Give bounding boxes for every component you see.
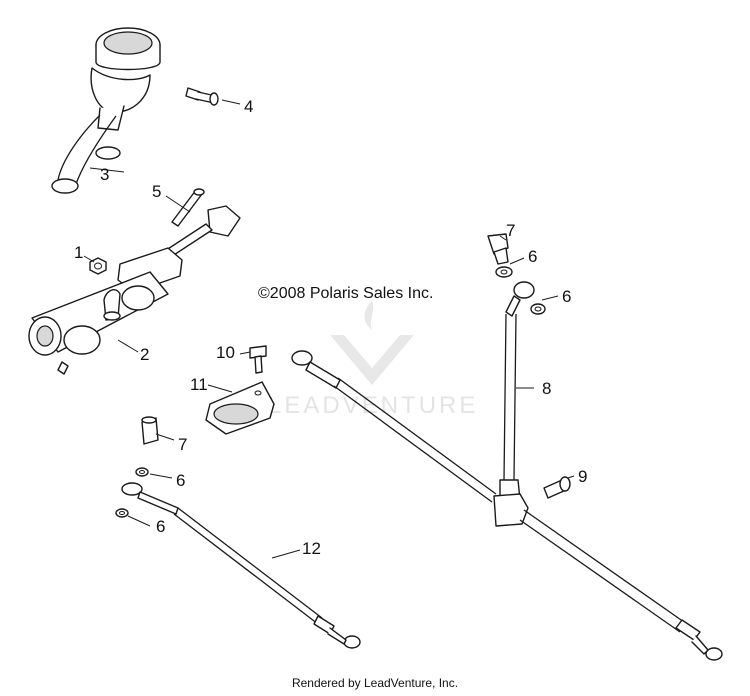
leadventure-watermark: LEADVENTURE [268, 300, 478, 419]
master-cylinder [28, 247, 183, 375]
callout-10: 10 [216, 343, 235, 362]
tee-fitting [493, 493, 529, 527]
callout-7-left: 7 [178, 435, 187, 454]
washer-right-a [495, 266, 513, 278]
bolt-top [185, 87, 219, 106]
leader-lines [83, 99, 575, 559]
callout-1: 1 [74, 243, 83, 262]
bolt-clip [249, 345, 267, 374]
callout-8: 8 [542, 379, 551, 398]
watermark-v-icon [330, 335, 414, 385]
watermark-text: LEADVENTURE [268, 392, 478, 419]
bolt-tee [543, 476, 571, 499]
reservoir [51, 27, 161, 194]
copyright-notice: ©2008 Polaris Sales Inc. [258, 285, 433, 302]
nut [89, 257, 107, 275]
footer-credit: Rendered by LeadVenture, Inc. [291, 676, 459, 690]
callout-5: 5 [152, 182, 161, 201]
brake-hose-upper [291, 350, 497, 503]
callout-11: 11 [190, 375, 208, 394]
brake-hose-lower-right [519, 509, 723, 661]
callouts: 3 4 5 1 2 10 11 7 6 6 12 7 6 6 8 9 [74, 97, 587, 558]
brake-hose-left [121, 482, 361, 649]
brake-line-vertical [499, 281, 535, 503]
watermark-flame-icon [364, 300, 374, 330]
washer-left-top [135, 467, 149, 477]
callout-7-right: 7 [506, 221, 515, 240]
callout-3: 3 [100, 165, 109, 184]
hose-clip [205, 381, 275, 435]
washer-left-bottom [115, 508, 129, 518]
callout-6-right-b: 6 [562, 287, 571, 306]
callout-6-left-bottom: 6 [156, 517, 165, 536]
callout-4: 4 [244, 97, 253, 116]
callout-12: 12 [302, 539, 321, 558]
banjo-bolt-right [487, 233, 509, 265]
washer-right-b [530, 303, 546, 315]
callout-9: 9 [578, 467, 587, 486]
callout-6-right-a: 6 [528, 247, 537, 266]
banjo-bolt-left [141, 416, 159, 445]
callout-6-left-top: 6 [176, 471, 185, 490]
callout-2: 2 [140, 345, 149, 364]
